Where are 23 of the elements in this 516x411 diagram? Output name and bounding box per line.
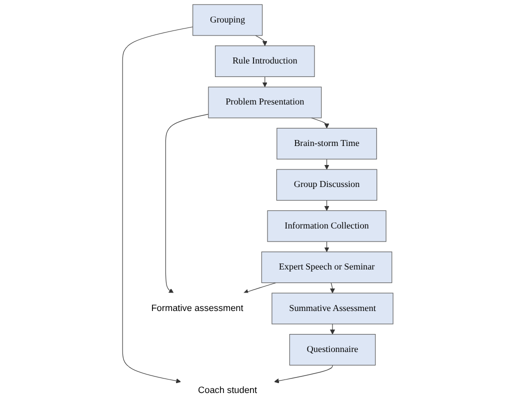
arrow bbox=[324, 158, 330, 170]
arrow bbox=[122, 26, 194, 384]
arrow bbox=[330, 324, 336, 334]
arrow bbox=[311, 118, 330, 128]
node-box: Summative Assessment bbox=[272, 292, 394, 324]
node-box: Questionnaire bbox=[290, 334, 376, 366]
node-box: Rule Introduction bbox=[215, 46, 315, 77]
node-text: Coach student bbox=[198, 386, 258, 396]
node-box: Expert Speech or Seminar bbox=[262, 252, 392, 284]
arrow bbox=[166, 114, 209, 294]
node-box: Problem Presentation bbox=[208, 86, 322, 118]
arrow bbox=[262, 76, 268, 88]
node-box: Information Collection bbox=[267, 210, 386, 242]
node-text: Formative assessment bbox=[151, 303, 244, 314]
arrow bbox=[274, 364, 333, 384]
arrow bbox=[330, 282, 336, 294]
arrow bbox=[255, 35, 268, 46]
node-box: Grouping bbox=[192, 4, 263, 36]
arrow bbox=[324, 241, 330, 252]
arrow bbox=[244, 282, 277, 294]
node-box: Brain-storm Time bbox=[276, 128, 378, 160]
node-box: Group Discussion bbox=[276, 169, 378, 201]
arrow bbox=[324, 200, 330, 211]
